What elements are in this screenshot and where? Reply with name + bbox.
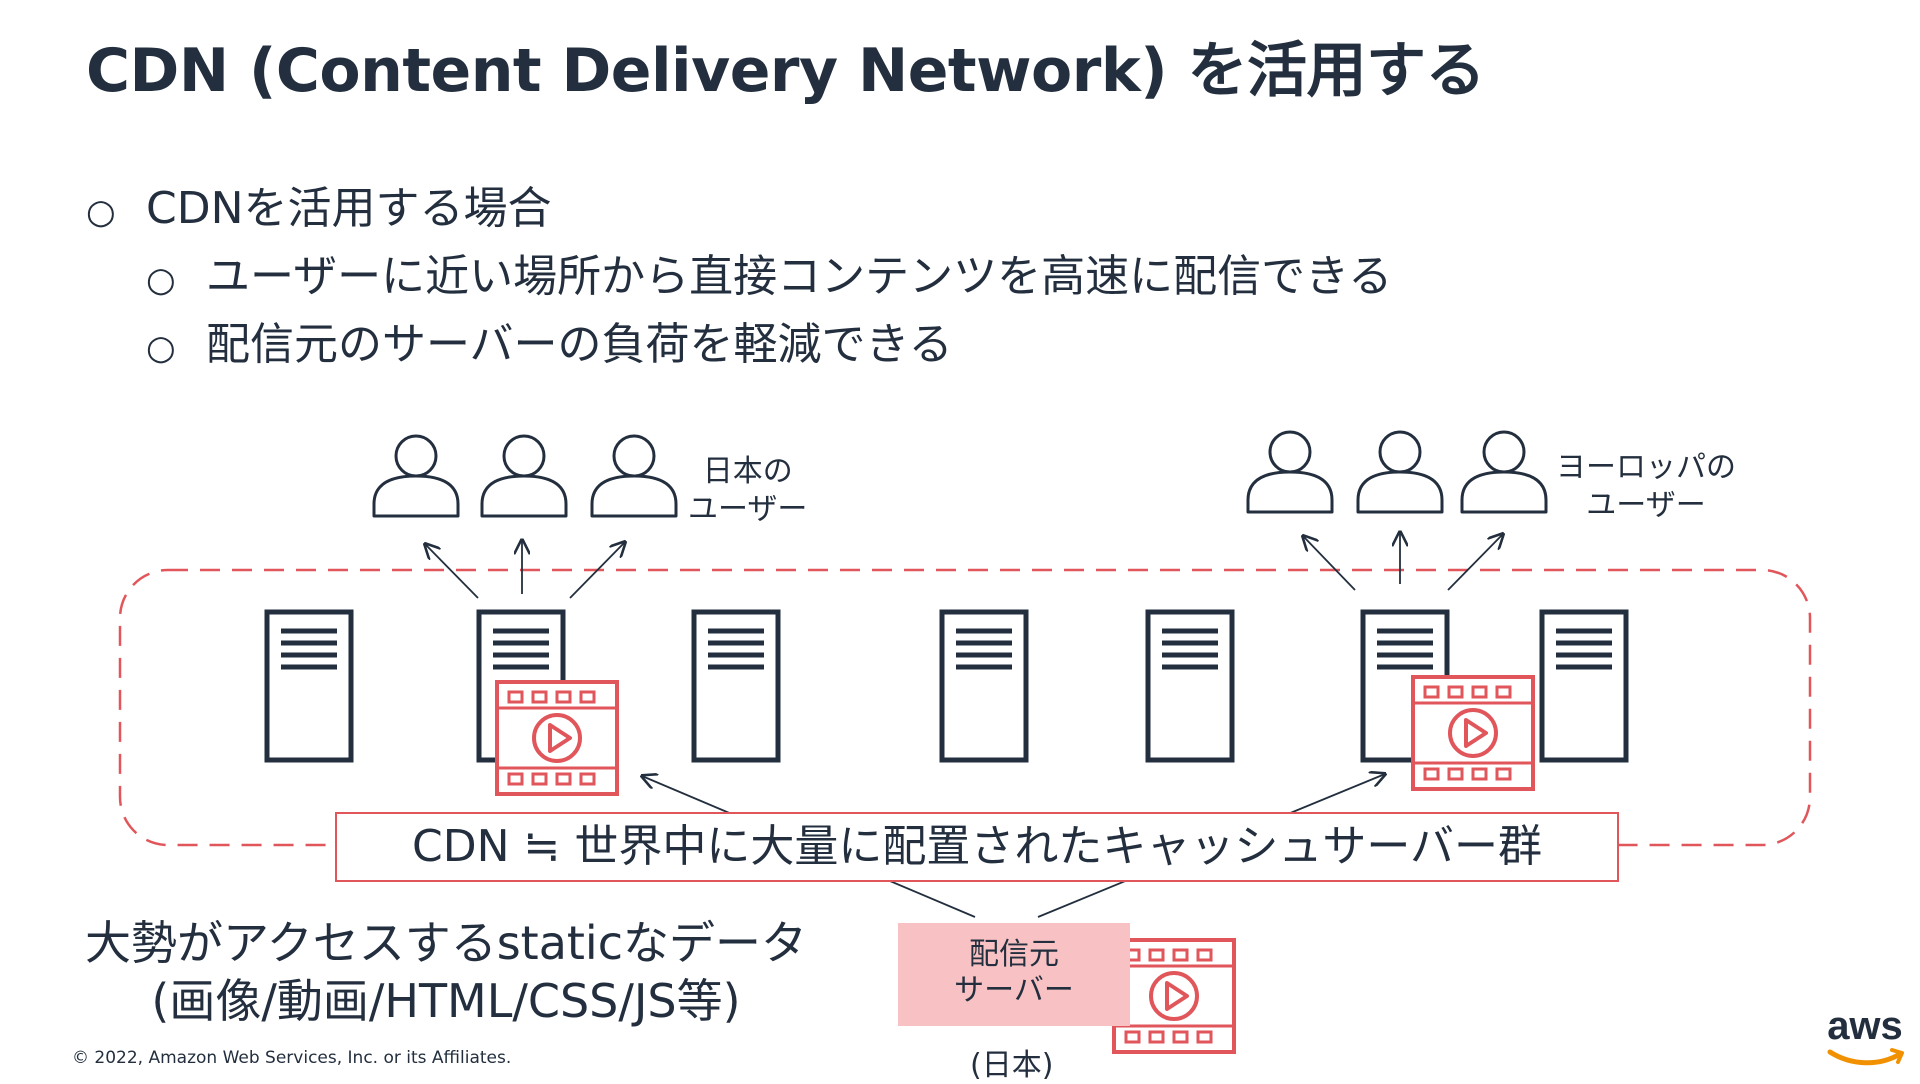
japan-users-label: 日本の ユーザー (688, 453, 807, 529)
server-icon (1148, 612, 1232, 760)
aws-logo-text: aws (1827, 1004, 1903, 1048)
origin-server-label-line1: 配信元 (969, 937, 1059, 972)
server-icon (942, 612, 1026, 760)
server-icon (1542, 612, 1626, 760)
bullet-item: ○ CDNを活用する場合 (86, 172, 552, 236)
user-icon (480, 434, 568, 518)
arrow-icon (1303, 536, 1356, 591)
video-film-icon (1112, 938, 1236, 1054)
europe-users-label-line2: ユーザー (1586, 488, 1706, 523)
static-content-line1: 大勢がアクセスするstaticなデータ (85, 916, 807, 970)
origin-location-label: (日本) (970, 1048, 1054, 1083)
static-content-line2: (画像/動画/HTML/CSS/JS等) (151, 974, 741, 1028)
arrow-icon (425, 544, 479, 599)
origin-server-label-line2: サーバー (954, 973, 1074, 1008)
bullet-marker: ○ (146, 260, 176, 300)
user-icon (372, 434, 460, 518)
arrow-icon (569, 542, 625, 599)
europe-users-label-line1: ヨーロッパの (1556, 450, 1736, 485)
aws-smile-icon (1827, 1048, 1904, 1066)
server-icon (694, 612, 778, 760)
bullet-text: CDNを活用する場合 (146, 183, 552, 234)
user-icon (1246, 430, 1334, 514)
bullet-text: 配信元のサーバーの負荷を軽減できる (206, 319, 953, 370)
video-film-icon (1411, 675, 1535, 791)
bullet-marker: ○ (146, 328, 176, 368)
cdn-definition-box: CDN ≒ 世界中に大量に配置されたキャッシュサーバー群 (335, 812, 1619, 882)
aws-logo: aws (1820, 1006, 1910, 1072)
static-content-caption: 大勢がアクセスするstaticなデータ (画像/動画/HTML/CSS/JS等) (66, 914, 826, 1030)
europe-users-label: ヨーロッパの ユーザー (1556, 449, 1736, 525)
user-icon (1460, 430, 1548, 514)
slide-title: CDN (Content Delivery Network) を活用する (86, 36, 1486, 106)
japan-users-label-line1: 日本の (702, 454, 793, 489)
copyright-notice: © 2022, Amazon Web Services, Inc. or its… (72, 1048, 512, 1068)
user-icon (1356, 430, 1444, 514)
bullet-item: ○ 配信元のサーバーの負荷を軽減できる (146, 308, 953, 372)
origin-server-box: 配信元 サーバー (898, 923, 1130, 1026)
video-film-icon (495, 680, 619, 796)
bullet-item: ○ ユーザーに近い場所から直接コンテンツを高速に配信できる (146, 240, 1392, 304)
server-icon (267, 612, 351, 760)
arrow-icon (1447, 534, 1503, 591)
bullet-marker: ○ (86, 192, 116, 232)
japan-users-label-line2: ユーザー (688, 492, 808, 527)
user-icon (590, 434, 678, 518)
bullet-text: ユーザーに近い場所から直接コンテンツを高速に配信できる (206, 251, 1393, 302)
